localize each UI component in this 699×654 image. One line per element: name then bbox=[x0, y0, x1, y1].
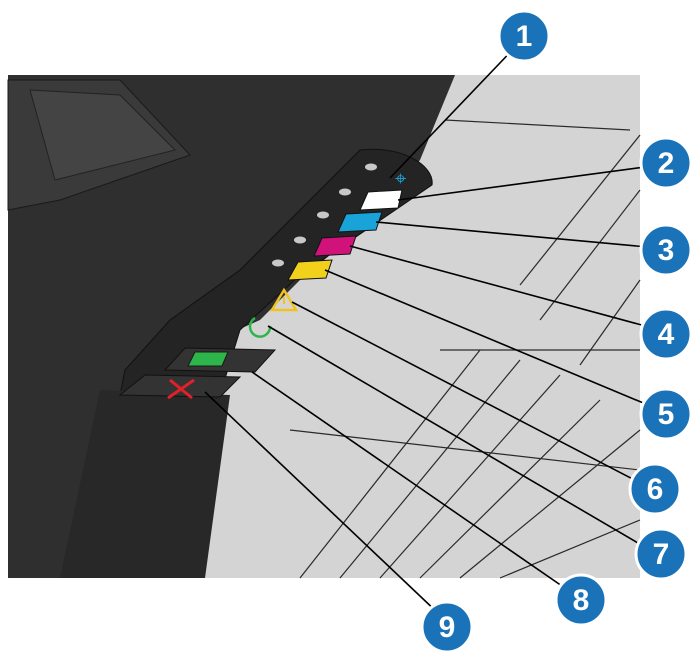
callout-6: 6 bbox=[630, 464, 680, 514]
callout-2: 2 bbox=[641, 138, 691, 188]
callout-1: 1 bbox=[499, 11, 549, 61]
callout-7: 7 bbox=[636, 529, 686, 579]
callout-number: 6 bbox=[647, 473, 664, 506]
wireless-light: ⌖ bbox=[395, 166, 406, 190]
callout-8: 8 bbox=[556, 575, 606, 625]
status-led-dot bbox=[317, 212, 329, 219]
callout-4: 4 bbox=[641, 309, 691, 359]
printer-illustration bbox=[8, 75, 640, 578]
resume-button[interactable] bbox=[165, 348, 275, 372]
callout-number: 8 bbox=[573, 584, 590, 617]
callout-number: 4 bbox=[658, 318, 675, 351]
callout-number: 3 bbox=[658, 234, 675, 267]
resume-icon bbox=[188, 352, 228, 366]
status-led-dot bbox=[339, 189, 351, 196]
status-led-dot bbox=[365, 164, 377, 171]
callout-3: 3 bbox=[641, 225, 691, 275]
callout-number: 9 bbox=[439, 611, 456, 644]
callout-number: 1 bbox=[516, 20, 533, 53]
status-led-dot bbox=[294, 237, 306, 244]
status-led-dot bbox=[272, 260, 284, 267]
callout-number: 7 bbox=[653, 538, 670, 571]
callout-number: 5 bbox=[658, 398, 675, 431]
wireless-icon: ⌖ bbox=[395, 166, 406, 190]
callout-number: 2 bbox=[658, 147, 675, 180]
callout-9: 9 bbox=[422, 602, 472, 652]
callout-5: 5 bbox=[641, 389, 691, 439]
